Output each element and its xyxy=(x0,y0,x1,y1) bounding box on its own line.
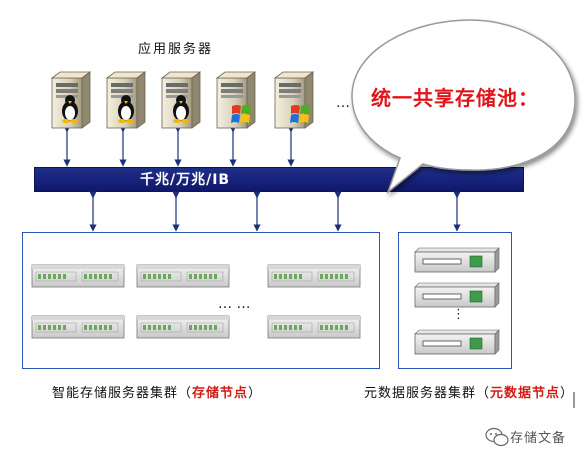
metadata-cluster-caption: 元数据服务器集群（元数据节点） xyxy=(364,382,574,401)
network-cluster-links xyxy=(89,191,461,232)
network-bar xyxy=(34,167,524,192)
metadata-more: ⋮ xyxy=(452,307,465,322)
metadata-caption-highlight: 元数据节点 xyxy=(490,386,561,401)
linux-penguin-icon xyxy=(173,95,189,123)
metadata-caption-prefix: 元数据服务器集群（ xyxy=(364,386,491,401)
storage-node-group xyxy=(31,264,361,339)
metadata-server-icon xyxy=(414,247,500,273)
storage-more: … … xyxy=(218,296,251,312)
storage-rack-icon xyxy=(31,315,125,339)
storage-cluster-box xyxy=(22,232,380,369)
speech-bubble xyxy=(351,19,576,195)
windows-logo-icon xyxy=(290,105,310,123)
server-tower-icon xyxy=(105,71,147,129)
storage-caption-suffix: ） xyxy=(248,386,263,401)
storage-caption-prefix: 智能存储服务器集群（ xyxy=(52,386,193,401)
linux-penguin-icon xyxy=(62,95,78,123)
storage-rack-icon xyxy=(136,264,230,288)
storage-rack-icon xyxy=(267,264,361,288)
watermark-text: 存储文备 xyxy=(510,431,567,446)
linux-penguin-icon xyxy=(118,95,134,123)
storage-rack-icon xyxy=(267,315,361,339)
server-network-links xyxy=(63,125,295,167)
app-server-row xyxy=(50,71,315,129)
metadata-caption-suffix: ） xyxy=(560,386,575,401)
storage-rack-icon xyxy=(136,315,230,339)
bubble-text: 统一共享存储池： xyxy=(371,86,539,110)
server-tower-icon xyxy=(50,71,92,129)
metadata-server-icon xyxy=(414,329,500,355)
wechat-icon xyxy=(485,427,509,447)
storage-rack-icon xyxy=(31,264,125,288)
app-servers-more: … xyxy=(336,95,350,111)
metadata-node-group xyxy=(414,247,500,355)
metadata-server-icon xyxy=(414,282,500,308)
windows-logo-icon xyxy=(231,105,251,123)
network-label: 千兆/万兆/IB xyxy=(140,172,231,188)
storage-caption-highlight: 存储节点 xyxy=(192,386,249,401)
app-servers-label: 应用服务器 xyxy=(138,42,214,57)
storage-cluster-caption: 智能存储服务器集群（存储节点） xyxy=(52,382,262,401)
